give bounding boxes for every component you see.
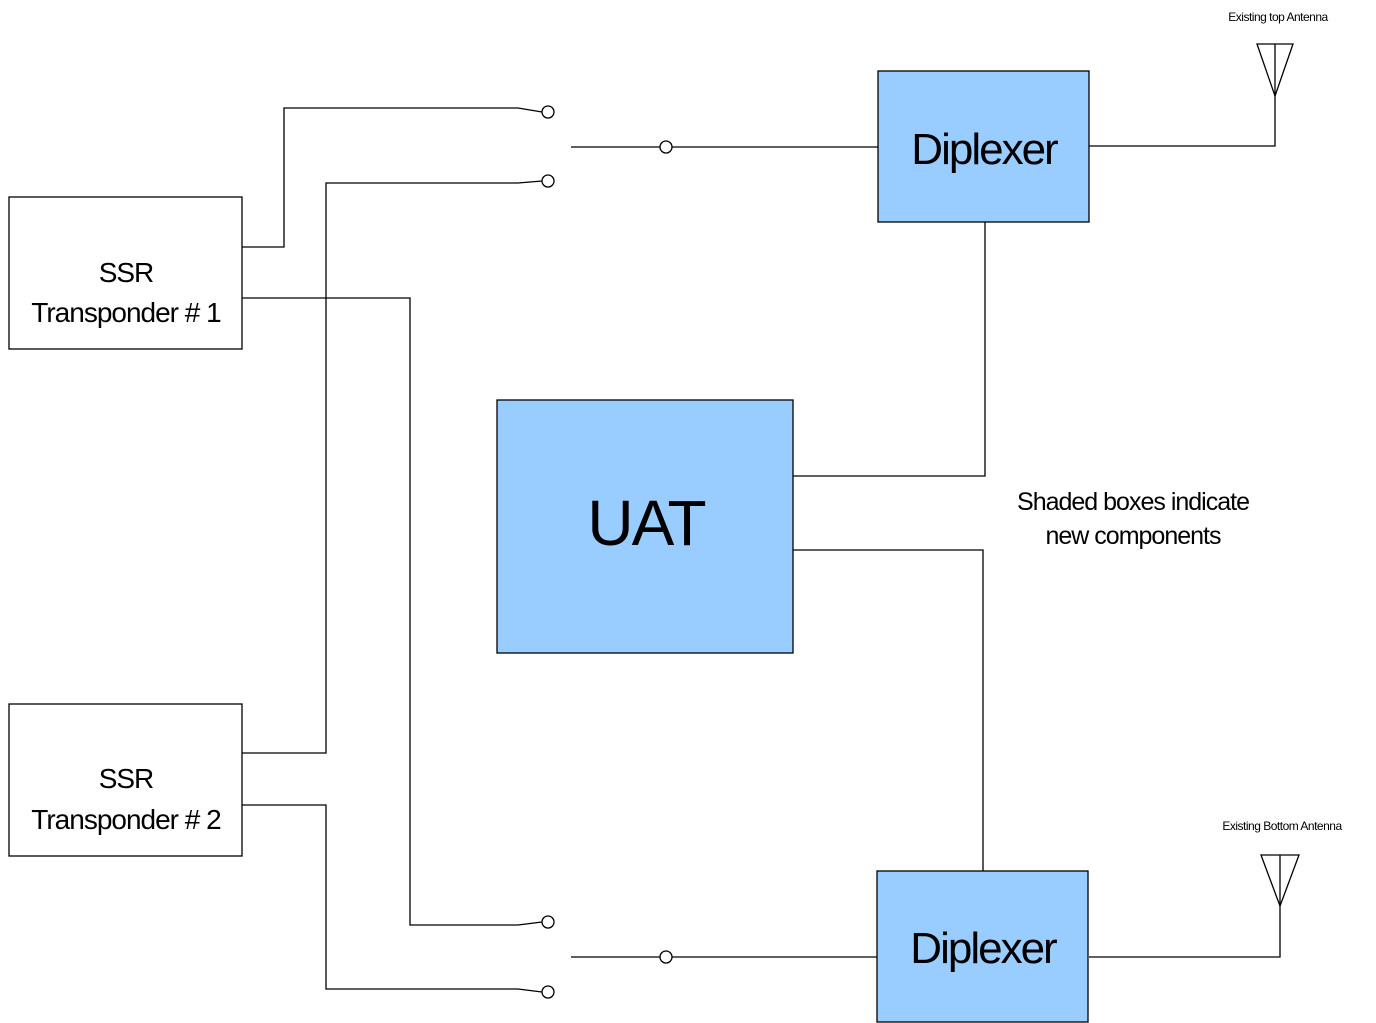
uat-box: UAT (496, 399, 794, 654)
wire-ssr1-to-top-switch-a (242, 107, 543, 248)
wire-ssr2-to-bottom-switch-b (242, 804, 543, 993)
wire-ssr1-to-bottom-switch-a (242, 297, 543, 926)
diplexer-top-box: Diplexer (877, 70, 1090, 223)
ssr-transponder-2-line2: Transponder # 2 (31, 804, 221, 835)
diplexer-bottom-box: Diplexer (876, 870, 1089, 1023)
top-switch-contact-a (541, 105, 555, 119)
wire-uat-to-top-diplexer (793, 222, 986, 477)
wire-top-diplexer-to-antenna (1089, 96, 1276, 147)
ssr-transponder-1-box: SSR Transponder # 1 (8, 196, 243, 350)
antenna-top-label: Existing top Antenna (1228, 10, 1328, 24)
top-switch-contact-b (541, 174, 555, 188)
antenna-top-icon (1256, 43, 1294, 98)
diplexer-top-label: Diplexer (911, 125, 1058, 174)
uat-label: UAT (587, 487, 705, 559)
bottom-switch-contact-a (541, 915, 555, 929)
switch-contacts (541, 105, 673, 999)
antenna-bottom-icon (1260, 854, 1300, 908)
ssr-transponder-1-line1: SSR (99, 257, 154, 288)
note-line-1: Shaded boxes indicate (1017, 488, 1249, 516)
top-switch-common-contact (659, 140, 673, 154)
wire-uat-to-bottom-diplexer (793, 549, 984, 871)
bottom-switch-common-contact (659, 950, 673, 964)
wire-ssr2-to-top-switch-b (242, 180, 543, 754)
antenna-bottom-label: Existing Bottom Antenna (1222, 819, 1342, 833)
ssr-transponder-2-line1: SSR (99, 763, 154, 794)
diplexer-bottom-label: Diplexer (910, 924, 1057, 973)
bottom-switch-contact-b (541, 985, 555, 999)
note-line-2: new components (1045, 522, 1221, 550)
ssr-transponder-2-box: SSR Transponder # 2 (8, 703, 243, 857)
wire-bottom-diplexer-to-antenna (1089, 906, 1281, 958)
ssr-transponder-1-line2: Transponder # 1 (31, 297, 221, 328)
wiring (242, 96, 1281, 993)
